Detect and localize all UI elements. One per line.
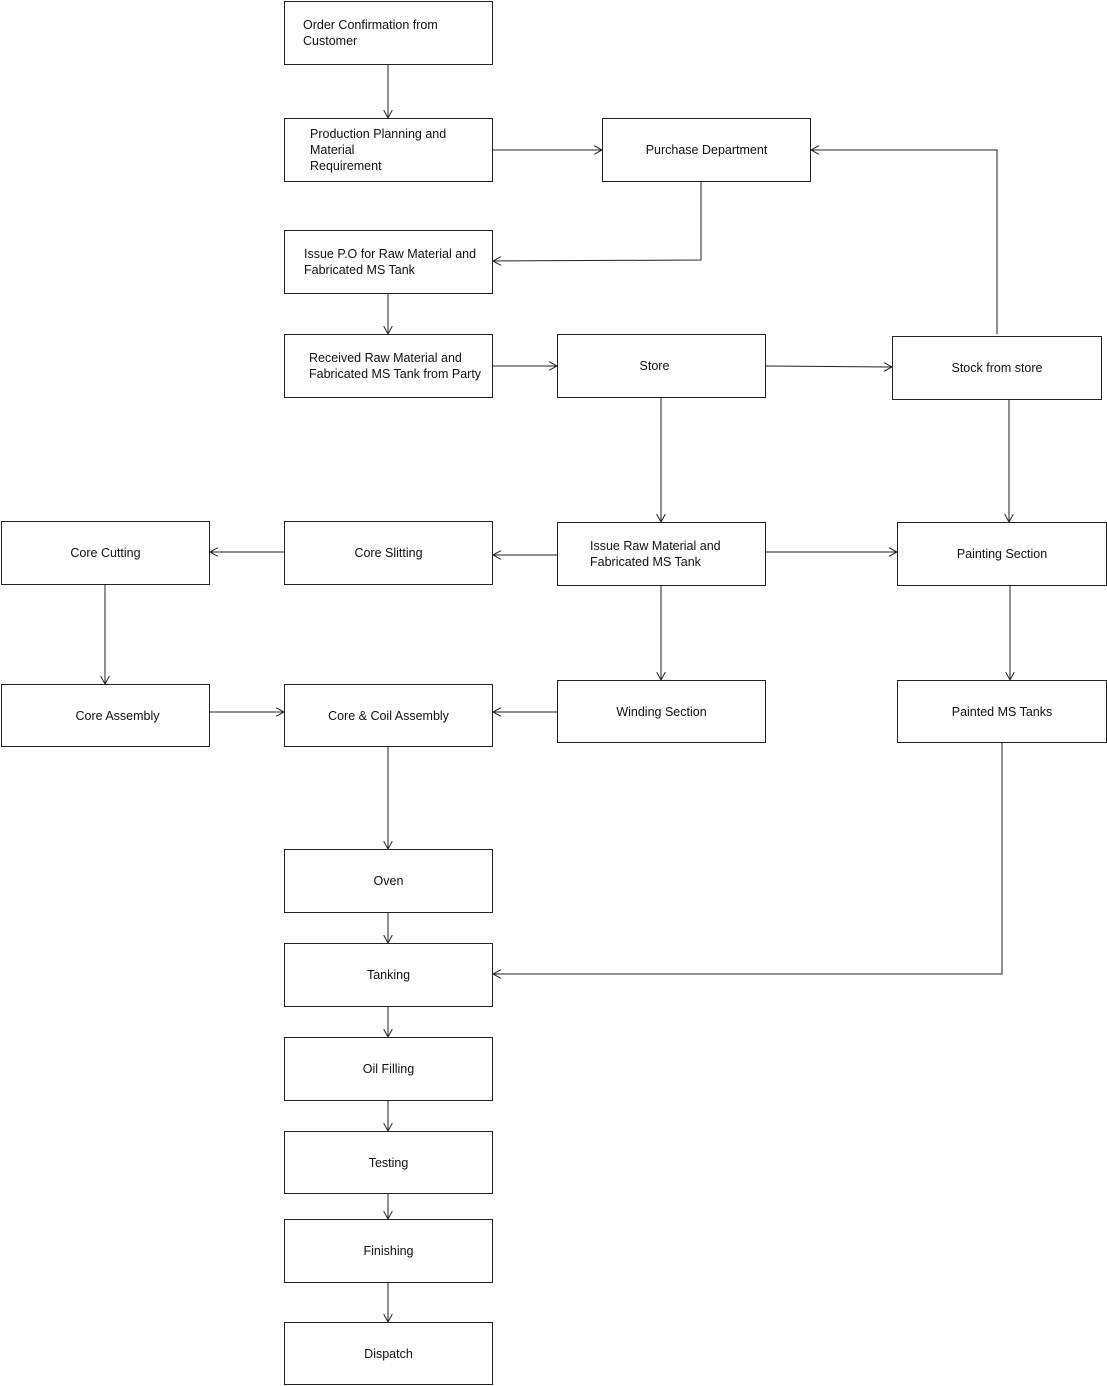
node-testing: Testing — [284, 1131, 493, 1194]
node-winding-section: Winding Section — [557, 680, 766, 743]
node-label: Order Confirmation from Customer — [303, 18, 438, 48]
node-label: Issue Raw Material and Fabricated MS Tan… — [590, 539, 721, 569]
node-core-coil-assembly: Core & Coil Assembly — [284, 684, 493, 747]
connector-store-to-stock — [765, 365, 893, 368]
connector-painted-to-tanking — [493, 743, 1003, 975]
node-label: Core Cutting — [70, 546, 141, 560]
node-label: Purchase Department — [645, 143, 768, 157]
arrowhead-icon — [491, 550, 502, 560]
node-label: Finishing — [363, 1244, 414, 1258]
arrowhead-icon — [491, 707, 502, 717]
node-label: Issue P.O for Raw Material and Fabricate… — [304, 247, 477, 277]
node-stock-from-store: Stock from store — [892, 336, 1102, 400]
node-core-cutting: Core Cutting — [1, 521, 210, 585]
node-label: Oil Filling — [362, 1062, 415, 1076]
node-issue-po: Issue P.O for Raw Material and Fabricate… — [284, 230, 493, 294]
connector-stock-to-purchase — [811, 149, 998, 334]
node-label: Winding Section — [616, 704, 707, 719]
node-production-planning: Production Planning and Material Require… — [284, 118, 493, 182]
node-label: Oven — [373, 874, 404, 888]
node-label: Core & Coil Assembly — [328, 708, 449, 723]
arrowhead-icon — [491, 969, 502, 979]
node-label: Dispatch — [364, 1346, 413, 1361]
node-received-raw-material: Received Raw Material and Fabricated MS … — [284, 334, 493, 398]
node-tanking: Tanking — [284, 943, 493, 1007]
arrowhead-icon — [809, 145, 820, 155]
node-label: Core Slitting — [354, 546, 423, 560]
node-painted-ms-tanks: Painted MS Tanks — [897, 680, 1107, 743]
node-finishing: Finishing — [284, 1219, 493, 1283]
node-issue-raw-material: Issue Raw Material and Fabricated MS Tan… — [557, 522, 766, 586]
node-core-assembly: Core Assembly — [1, 684, 210, 747]
node-label: Stock from store — [951, 361, 1043, 375]
arrowhead-icon — [491, 256, 502, 266]
node-dispatch: Dispatch — [284, 1322, 493, 1385]
node-label: Testing — [368, 1155, 409, 1170]
node-order-confirmation: Order Confirmation from Customer — [284, 1, 493, 65]
node-purchase-department: Purchase Department — [602, 118, 811, 182]
arrowhead-icon — [208, 547, 219, 557]
node-label: Core Assembly — [75, 708, 160, 723]
node-store: Store — [557, 334, 766, 398]
node-oven: Oven — [284, 849, 493, 913]
node-label: Tanking — [366, 968, 411, 982]
node-core-slitting: Core Slitting — [284, 521, 493, 585]
node-label: Received Raw Material and Fabricated MS … — [309, 351, 482, 381]
node-painting-section: Painting Section — [897, 522, 1107, 586]
node-label: Production Planning and Material Require… — [310, 127, 447, 173]
node-oil-filling: Oil Filling — [284, 1037, 493, 1101]
node-label: Painting Section — [956, 547, 1048, 561]
node-label: Store — [639, 359, 670, 373]
connector-purchase-to-issue_po — [492, 182, 702, 262]
node-label: Painted MS Tanks — [951, 704, 1053, 719]
